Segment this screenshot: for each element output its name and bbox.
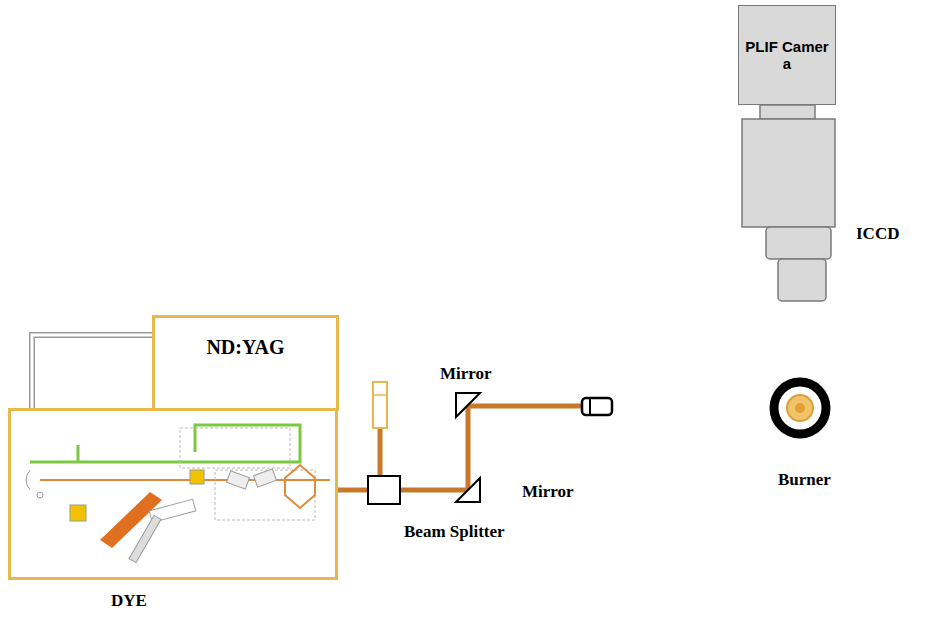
- laser-beam: [378, 428, 383, 476]
- laser-box: ND:YAG: [152, 315, 339, 411]
- node-text: ND:YAG: [155, 336, 336, 359]
- iccd-body: [742, 105, 835, 301]
- dye-laser-internals: [26, 425, 330, 563]
- burner-symbol: [774, 382, 826, 434]
- mirror-symbol: [456, 393, 480, 417]
- part-label: Mirror: [440, 364, 492, 384]
- sheet-optics: [582, 398, 612, 415]
- laser-box: DYE: [8, 408, 338, 580]
- node-text: DYE: [111, 591, 147, 611]
- beam-splitter-symbol: [368, 476, 400, 504]
- camera-box: PLIF Camer a: [738, 5, 836, 105]
- part-label: Beam Splitter: [404, 522, 505, 542]
- pump-line: [32, 335, 152, 408]
- part-label: ICCD: [856, 224, 899, 244]
- laser-beam: [400, 406, 582, 490]
- part-label: Mirror: [522, 482, 574, 502]
- laser-beam: [338, 488, 368, 493]
- node-text: PLIF Camer a: [743, 38, 831, 72]
- mirror-symbol: [456, 478, 480, 502]
- beam-dump: [373, 382, 387, 428]
- part-label: Burner: [778, 470, 831, 490]
